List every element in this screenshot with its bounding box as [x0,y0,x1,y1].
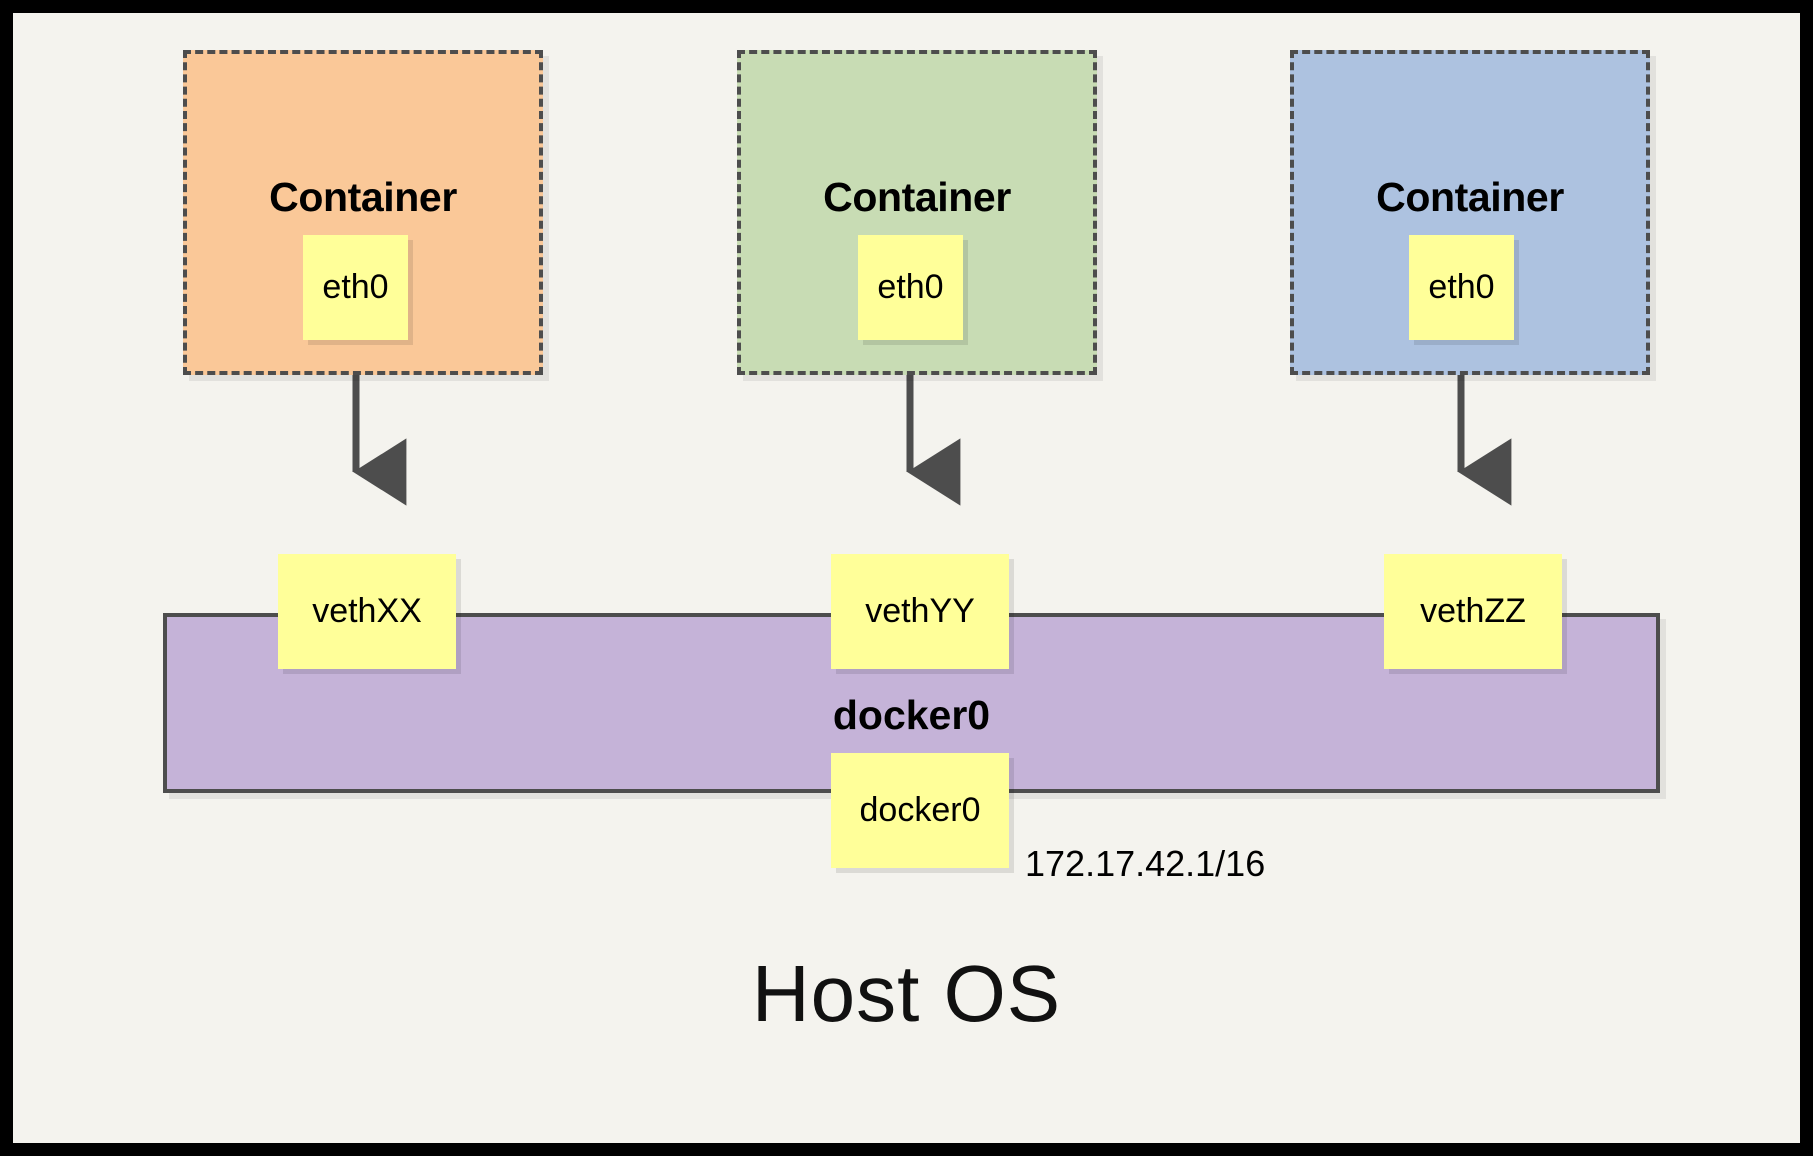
container-eth0-label-1: eth0 [322,268,389,306]
container-box-1[interactable]: Container [183,50,543,375]
veth-label-1: vethXX [312,592,422,630]
container-title-3: Container [1376,174,1564,220]
docker0-interface-label: docker0 [859,791,981,829]
veth-label-2: vethYY [865,592,975,630]
container-eth0-label-3: eth0 [1428,268,1495,306]
veth-box-2[interactable]: vethYY [831,554,1009,669]
diagram-stage: Container eth0 Container eth0 Container … [13,13,1800,1143]
veth-box-1[interactable]: vethXX [278,554,456,669]
container-eth0-3[interactable]: eth0 [1409,235,1514,340]
container-eth0-label-2: eth0 [877,268,944,306]
container-eth0-2[interactable]: eth0 [858,235,963,340]
docker0-ip-label: 172.17.42.1/16 [1025,843,1266,884]
veth-box-3[interactable]: vethZZ [1384,554,1562,669]
host-os-label: Host OS [751,949,1062,1038]
docker0-interface-box[interactable]: docker0 [831,753,1009,868]
container-eth0-1[interactable]: eth0 [303,235,408,340]
veth-label-3: vethZZ [1420,592,1526,630]
docker0-bridge-title: docker0 [832,692,991,738]
container-title-1: Container [269,174,457,220]
container-title-2: Container [823,174,1011,220]
